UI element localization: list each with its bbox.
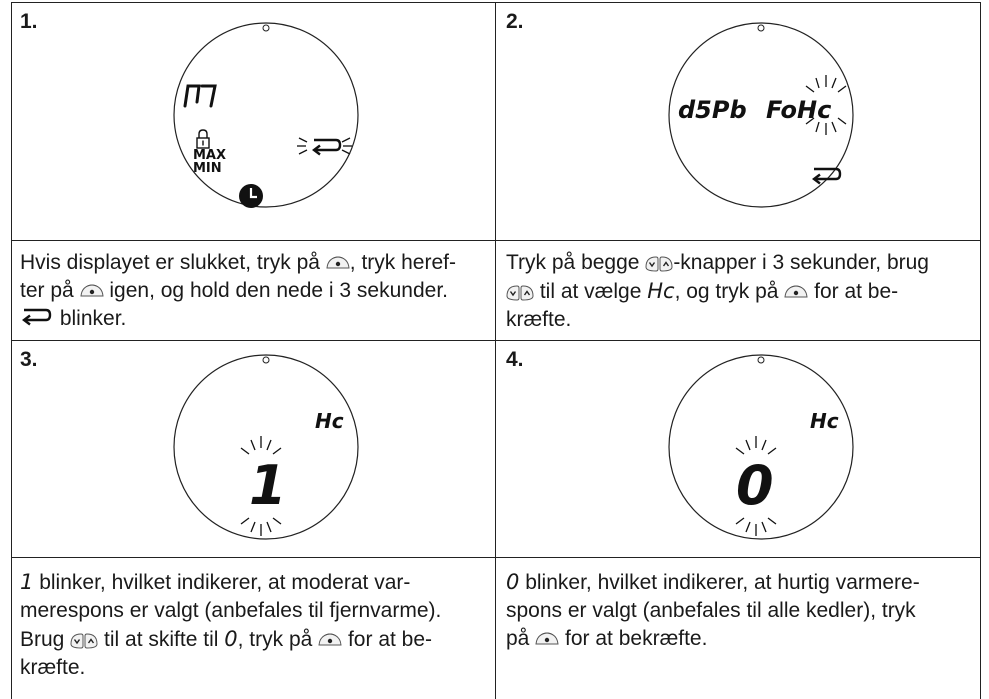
lcd-value-text: 0: [736, 454, 774, 517]
clock-icon: [239, 184, 263, 208]
lcd-code-text: Hc: [315, 409, 344, 433]
blink-rays: [805, 75, 847, 135]
step-cell-3: 3. Hc 1 1 blinker, hvilket indikerer, at…: [11, 340, 495, 699]
lcd-right-text: FoHc: [766, 96, 831, 124]
up-down-buttons-icon: [506, 285, 534, 301]
ok-button-icon: [318, 633, 342, 646]
mode-text: M: [187, 103, 188, 105]
display-indicator-dot: [262, 24, 270, 32]
blink-rays: [240, 436, 282, 536]
thermostat-display: Hc 0: [668, 354, 854, 540]
up-down-buttons-icon: [645, 256, 674, 272]
display-outline: [668, 354, 854, 540]
display-indicator-dot: [757, 356, 765, 364]
lock-icon: [196, 129, 210, 149]
step-number: 3.: [20, 348, 38, 371]
thermostat-display: M MAX MIN: [173, 22, 359, 208]
up-down-buttons-icon: [70, 633, 98, 649]
cell-divider: [11, 557, 495, 558]
step-number: 1.: [20, 10, 38, 33]
display-indicator-dot: [757, 24, 765, 32]
return-arrow-icon: [22, 308, 52, 326]
lcd-value-text: 1: [249, 454, 287, 517]
step-caption: 1 blinker, hvilket indikerer, at moderat…: [20, 570, 442, 679]
step-cell-2: 2. d5Pb FoHc Tryk på begge -knapper i 3 …: [495, 2, 980, 340]
cell-divider: [495, 240, 980, 241]
step-cell-4: 4. Hc 0 0 blinker, hvilket indikerer, at…: [495, 340, 980, 699]
step-number: 4.: [506, 348, 524, 371]
step-caption: 0 blinker, hvilket indikerer, at hurtig …: [506, 570, 920, 650]
step-caption: Hvis displayet er slukket, tryk på , try…: [20, 251, 456, 330]
thermostat-display: d5Pb FoHc: [668, 22, 854, 208]
lcd-mode-segments: [183, 84, 217, 108]
min-label: MIN: [193, 161, 222, 176]
table-frame: [11, 2, 981, 699]
display-outline: [173, 22, 359, 208]
return-arrow-icon: [312, 138, 342, 156]
thermostat-display: Hc 1: [173, 354, 359, 540]
ok-button-icon: [784, 285, 808, 298]
step-cell-1: 1. M MAX MIN: [11, 2, 495, 340]
cell-divider: [495, 557, 980, 558]
cell-divider: [11, 240, 495, 241]
return-arrow-icon: [812, 167, 842, 185]
ok-button-icon: [326, 256, 350, 269]
display-outline: [668, 22, 854, 208]
display-indicator-dot: [262, 356, 270, 364]
lcd-code-text: Hc: [810, 409, 839, 433]
step-number: 2.: [506, 10, 524, 33]
ok-button-icon: [535, 632, 559, 645]
ok-button-icon: [80, 284, 104, 297]
step-caption: Tryk på begge -knapper i 3 sekunder, bru…: [506, 251, 929, 331]
blink-rays: [297, 137, 352, 155]
table-column-divider: [495, 2, 496, 699]
blink-rays: [735, 436, 777, 536]
max-label: MAX: [193, 148, 226, 163]
lcd-left-text: d5Pb: [678, 96, 747, 124]
display-outline: [173, 354, 359, 540]
